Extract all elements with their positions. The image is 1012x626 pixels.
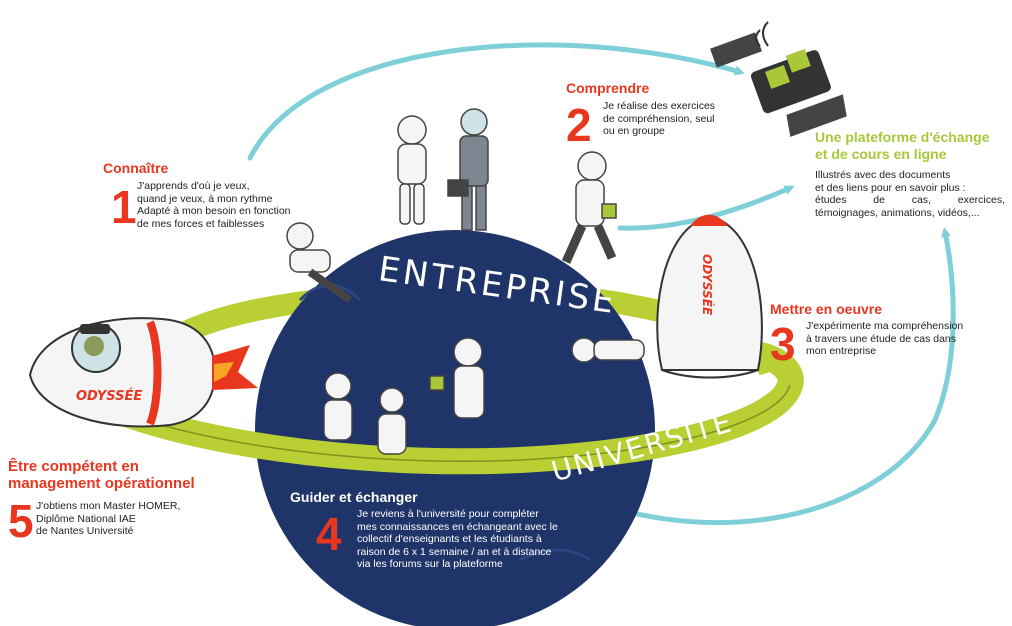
step-1-number: 1 — [111, 181, 137, 233]
step-1: Connaître 1 J'apprends d'où je veux,quan… — [103, 160, 291, 230]
right-rocket-label: ODYSSÉE — [700, 254, 715, 316]
step-4: Guider et échanger 4 Je reviens à l'univ… — [290, 489, 558, 570]
arrow-step1-to-satellite — [247, 42, 745, 161]
platform-title-2: et de cours en ligne — [815, 146, 947, 162]
step-2-number: 2 — [566, 99, 592, 151]
step-5-text: J'obtiens mon Master HOMER,Diplôme Natio… — [36, 500, 181, 537]
left-rocket-label: ODYSSÉE — [76, 388, 142, 404]
step-1-text: J'apprends d'où je veux,quand je veux, à… — [137, 180, 291, 230]
arrow-ring-to-platform — [537, 227, 956, 526]
right-rocket-icon — [656, 214, 763, 379]
planet — [255, 230, 655, 626]
astronaut-icon — [286, 108, 645, 455]
step-3-title: Mettre en oeuvre — [770, 301, 883, 317]
step-5-number: 5 — [8, 495, 34, 547]
step-2-title: Comprendre — [566, 80, 650, 96]
left-rocket-icon — [28, 317, 258, 428]
step-4-title: Guider et échanger — [290, 489, 418, 505]
step-5-title-2: management opérationnel — [8, 475, 195, 492]
step-4-number: 4 — [316, 508, 342, 560]
platform-title-1: Une plateforme d'échange — [815, 129, 990, 145]
step-4-text: Je reviens à l'université pour compléter… — [357, 508, 558, 570]
step-3: Mettre en oeuvre 3 J'expérimente ma comp… — [770, 301, 963, 367]
platform-block: Une plateforme d'échange et de cours en … — [815, 129, 1005, 219]
step-1-title: Connaître — [103, 160, 169, 176]
step-3-number: 3 — [770, 318, 796, 370]
step-5-title-1: Être compétent en — [8, 458, 139, 475]
step-5: Être compétent en management opérationne… — [8, 458, 195, 544]
platform-text: Illustrés avec des documents et des lien… — [815, 169, 1005, 219]
satellite-icon — [710, 21, 847, 137]
